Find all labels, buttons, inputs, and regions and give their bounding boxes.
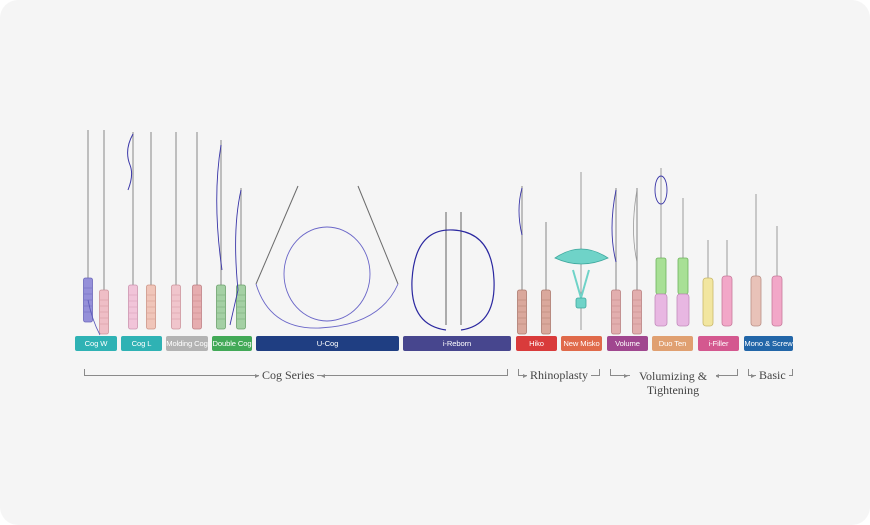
- tag-cog-w[interactable]: Cog W: [75, 336, 117, 351]
- bracket-arrow-icon: [751, 373, 755, 378]
- bracket-arrow-icon: [321, 373, 325, 378]
- group-label-line1: Volumizing &: [638, 369, 708, 383]
- thread-volume-2: [633, 189, 638, 263]
- tag-cog-l[interactable]: Cog L: [121, 336, 162, 351]
- tag-duo-ten[interactable]: Duo Ten: [652, 336, 693, 351]
- bracket-arrow-icon: [715, 373, 719, 378]
- group-label-rhinoplasty: Rhinoplasty: [527, 369, 592, 382]
- tag-volume[interactable]: Volume: [607, 336, 648, 351]
- i-filler-hub-2: [721, 275, 733, 327]
- tag-i-reborn[interactable]: i-Reborn: [403, 336, 511, 351]
- new-misko-clip: [575, 297, 587, 309]
- thread-cog-w: [87, 299, 101, 336]
- tag-new-misko[interactable]: New Misko: [561, 336, 602, 351]
- duo-ten-hub-1: [655, 257, 667, 295]
- duo-ten-hub-2: [677, 257, 689, 295]
- group-label-basic: Basic: [756, 369, 789, 382]
- tag-u-cog[interactable]: U-Cog: [256, 336, 399, 351]
- duo-ten-loop: [654, 175, 668, 205]
- tag-hiko[interactable]: Hiko: [516, 336, 557, 351]
- i-filler-hub-1: [702, 277, 714, 327]
- duo-ten-cap-1: [654, 293, 668, 327]
- thread-volume: [611, 189, 617, 263]
- new-misko-wing: [554, 248, 609, 265]
- duo-ten-cap-2: [676, 293, 690, 327]
- mono-hub-2: [771, 275, 783, 327]
- bracket-arrow-icon: [255, 373, 259, 378]
- tag-double-cog[interactable]: Double Cog: [212, 336, 252, 351]
- thread-cog-l: [127, 133, 134, 191]
- thread-double-cog-2: [229, 189, 242, 326]
- tag-mono-screw[interactable]: Mono & Screw: [744, 336, 793, 351]
- group-label-line2: Tightening: [646, 383, 700, 397]
- u-cog-thread-loop: [283, 226, 371, 322]
- u-cog-needle-left: [255, 185, 299, 285]
- thread-hiko: [518, 187, 523, 236]
- i-reborn-thread: [411, 229, 495, 331]
- tag-i-filler[interactable]: i-Filler: [698, 336, 739, 351]
- tag-molding-cog[interactable]: Molding Cog: [166, 336, 208, 351]
- group-label-volumizing: Volumizing & Tightening: [630, 369, 716, 397]
- thread-double-cog-1: [216, 144, 223, 271]
- mono-hub-1: [750, 275, 762, 327]
- bracket-arrow-icon: [624, 373, 628, 378]
- group-label-cog-series: Cog Series: [259, 369, 318, 382]
- u-cog-needle-right: [357, 185, 399, 285]
- bracket-arrow-icon: [523, 373, 527, 378]
- u-cog-thread-outer: [255, 283, 399, 329]
